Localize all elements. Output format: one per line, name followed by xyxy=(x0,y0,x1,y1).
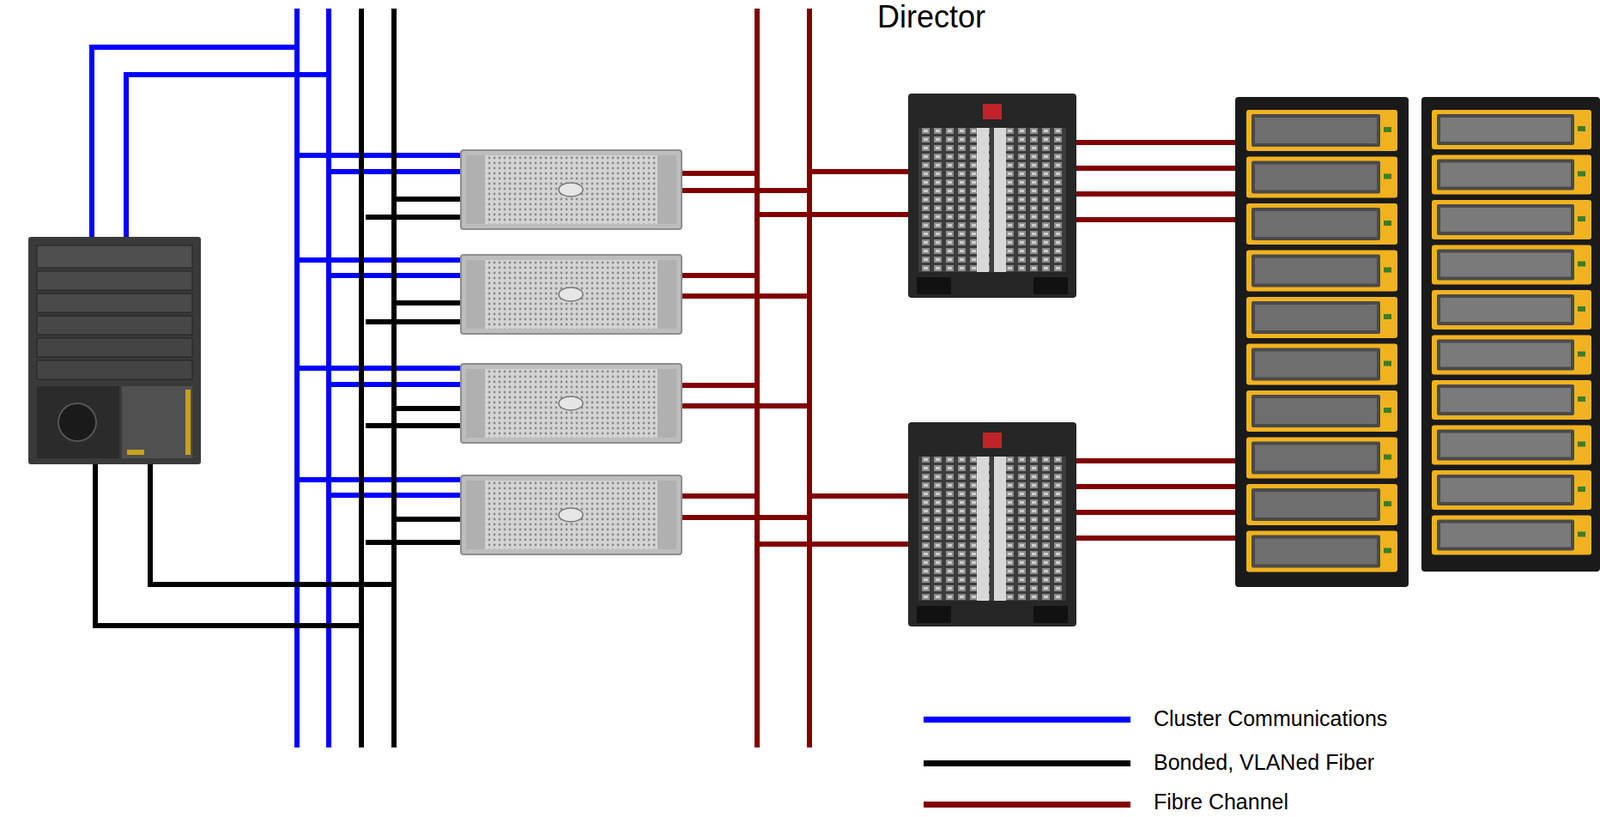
legend-text: Fibre Channel xyxy=(1153,790,1289,815)
legend-text: Bonded, VLANed Fiber xyxy=(1153,751,1375,776)
servers xyxy=(460,150,682,555)
legend-line xyxy=(923,716,1131,723)
legend-line xyxy=(923,760,1131,767)
device-label: Director xyxy=(877,0,986,35)
director-switches xyxy=(908,93,1077,627)
legend-line xyxy=(923,801,1131,808)
storage-racks xyxy=(1235,96,1600,588)
core-switch xyxy=(28,236,201,465)
legend-text: Cluster Communications xyxy=(1153,707,1388,732)
fibre-channel-wires xyxy=(678,8,1239,748)
